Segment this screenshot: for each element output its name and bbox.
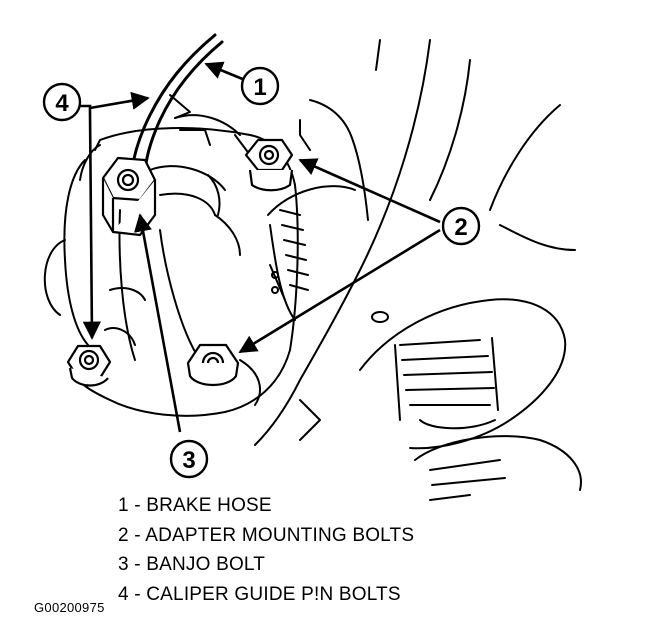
legend-item-adapter-bolts: 2 - ADAPTER MOUNTING BOLTS bbox=[118, 524, 415, 546]
callout-2: 2 bbox=[441, 206, 481, 246]
callout-4-number: 4 bbox=[55, 90, 69, 117]
legend-item-guide-pin-bolts: 4 - CALIPER GUIDE P!N BOLTS bbox=[118, 583, 401, 605]
drawing-lines bbox=[43, 33, 582, 501]
callout-1: 1 bbox=[240, 66, 280, 106]
callout-3: 3 bbox=[169, 439, 209, 479]
callout-3-number: 3 bbox=[182, 447, 195, 474]
legend-item-banjo-bolt: 3 - BANJO BOLT bbox=[118, 554, 266, 575]
callout-2-number: 2 bbox=[454, 214, 467, 241]
leader-lines bbox=[78, 61, 441, 433]
banjo-bolt bbox=[101, 156, 157, 237]
adapter-bolt-upper bbox=[244, 138, 294, 192]
legend: 1 - BRAKE HOSE 2 - ADAPTER MOUNTING BOLT… bbox=[118, 491, 414, 609]
figure-code: G00200975 bbox=[34, 600, 105, 615]
callout-1-number: 1 bbox=[253, 74, 266, 101]
adapter-bolt-lower bbox=[186, 343, 240, 387]
callout-4: 4 bbox=[42, 82, 82, 122]
guide-pin-bolt bbox=[66, 344, 112, 387]
legend-item-brake-hose: 1 - BRAKE HOSE bbox=[118, 495, 272, 516]
